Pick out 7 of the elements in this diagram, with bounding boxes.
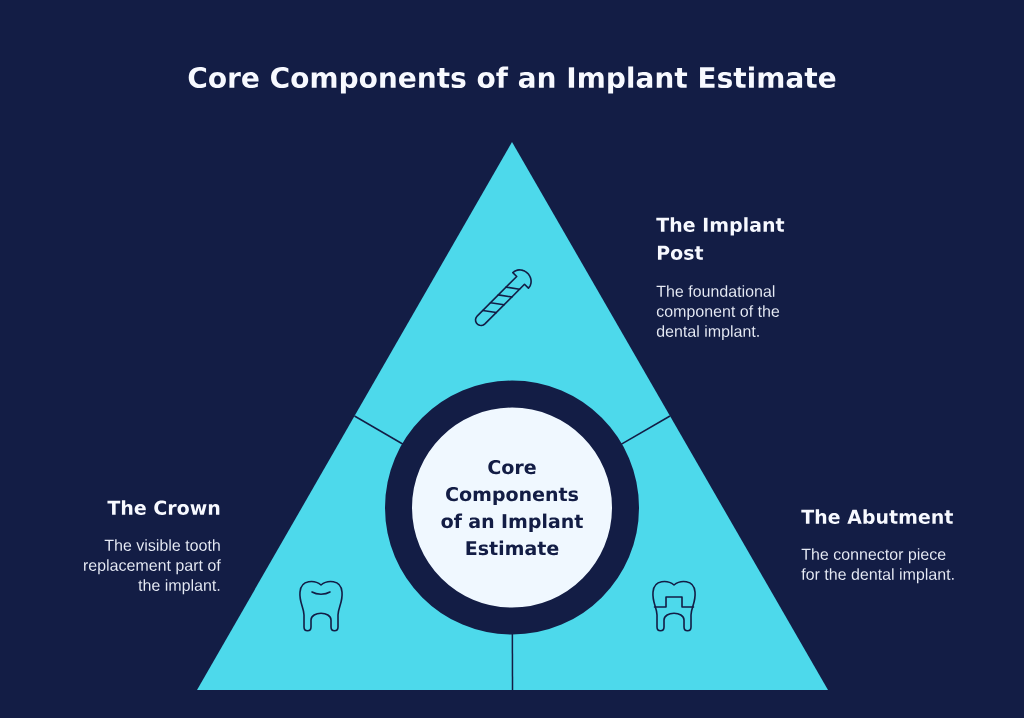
heading: The Abutment bbox=[801, 509, 953, 524]
heading: The Crown bbox=[107, 500, 220, 515]
description: The connector piece for the dental implant. bbox=[801, 548, 954, 584]
heading: The Implant Post bbox=[656, 217, 785, 260]
title: Core Components of an Implant Estimate bbox=[188, 66, 836, 94]
description: The foundational component of the dental implant. bbox=[656, 285, 780, 341]
description: The visible tooth replacement part of the implant. bbox=[84, 539, 221, 595]
